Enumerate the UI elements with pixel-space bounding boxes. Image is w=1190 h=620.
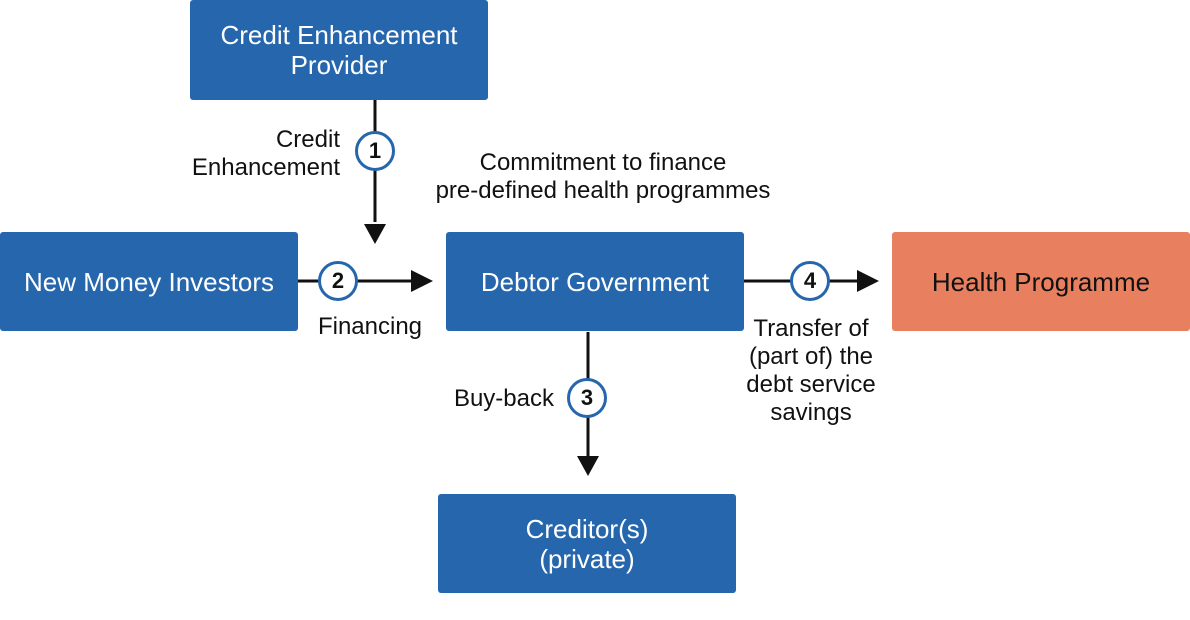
step-1-label: Credit Enhancement: [191, 126, 340, 181]
creditors-box: Creditor(s) (private): [438, 494, 736, 593]
arrowhead-buy-back: [577, 456, 599, 476]
debtor-government-box: Debtor Government: [446, 232, 744, 331]
arrowhead-credit-enhancement: [364, 224, 386, 244]
step-2-label: Financing: [317, 313, 423, 340]
new-money-investors-box: New Money Investors: [0, 232, 298, 331]
arrowhead-transfer: [857, 270, 879, 292]
credit-enhancement-provider-box: Credit Enhancement Provider: [190, 0, 488, 100]
step-3-label: Buy-back: [453, 385, 554, 412]
step-2-circle: 2: [318, 261, 358, 301]
step-3-circle: 3: [567, 378, 607, 418]
step-1-circle: 1: [355, 131, 395, 171]
step-4-label: Transfer of (part of) the debt service s…: [746, 315, 876, 426]
arrowhead-financing: [411, 270, 433, 292]
health-programme-box: Health Programme: [892, 232, 1190, 331]
step-4-circle: 4: [790, 261, 830, 301]
commitment-annotation: Commitment to finance pre-defined health…: [435, 149, 771, 204]
